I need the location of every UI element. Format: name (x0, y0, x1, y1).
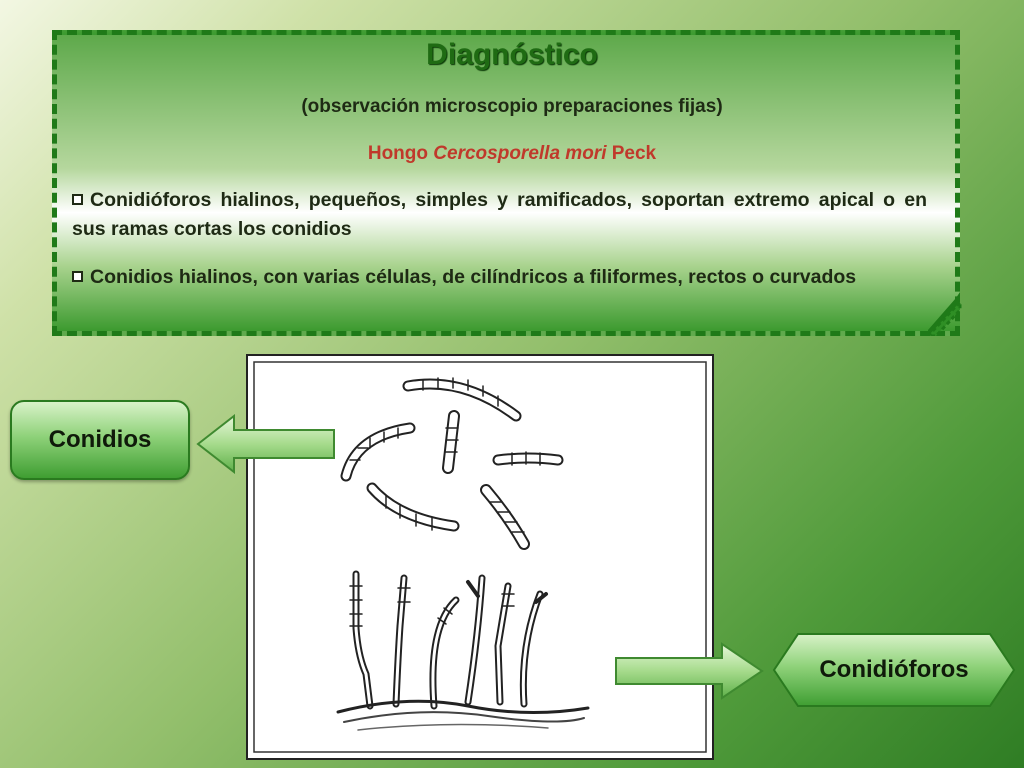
hollow-square-bullet-icon (72, 194, 83, 205)
bullet-text: Conidios hialinos, con varias células, d… (90, 266, 857, 288)
slide-subtitle: (observación microscopio preparaciones f… (301, 96, 723, 117)
conidioforos-label-button[interactable]: Conidióforos (772, 632, 1016, 708)
microscope-illustration (246, 354, 714, 760)
hollow-square-bullet-icon (72, 271, 83, 282)
folded-corner-decoration (928, 292, 962, 336)
conidios-label-text: Conidios (48, 426, 152, 453)
slide-title: Diagnóstico (426, 38, 598, 71)
organism-genus-species: Cercosporella mori (433, 143, 607, 164)
conidium (402, 377, 522, 422)
conidioforos-label-text: Conidióforos (819, 656, 969, 683)
bullet-item: Conidióforos hialinos, pequeños, simples… (72, 186, 927, 244)
conidios-label-button[interactable]: Conidios (10, 400, 190, 480)
organism-suffix: Peck (606, 143, 657, 164)
right-arrow-icon (615, 642, 764, 700)
organism-name: Hongo Cercosporella mori Peck (0, 143, 1024, 165)
hexagon-shape (772, 633, 1016, 707)
bullet-item: Conidios hialinos, con varias células, d… (72, 263, 927, 292)
left-arrow-icon (196, 414, 335, 474)
info-panel (52, 30, 960, 336)
bullet-text: Conidióforos hialinos, pequeños, simples… (72, 189, 927, 240)
organism-prefix: Hongo (367, 143, 434, 164)
